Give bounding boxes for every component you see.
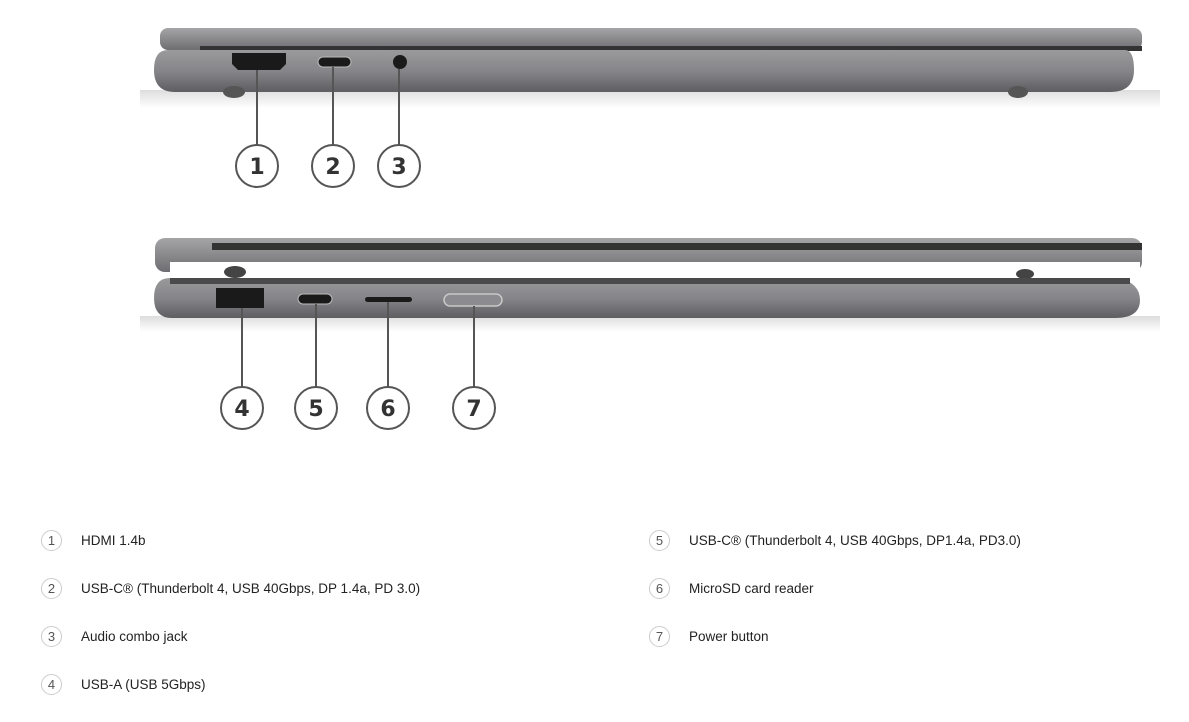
foot	[223, 86, 245, 98]
callout-label: 3	[391, 155, 406, 180]
base	[154, 50, 1134, 92]
hinge	[1016, 269, 1034, 279]
callout-6	[366, 386, 410, 430]
legend-number: 4	[41, 673, 62, 695]
callout-label: 7	[466, 397, 481, 422]
callout-label: 4	[234, 397, 249, 422]
legend-item: 4 USB-A (USB 5Gbps)	[41, 672, 206, 696]
usb-c-port	[317, 56, 352, 68]
callout-label: 1	[249, 155, 264, 180]
legend-number: 7	[649, 625, 670, 647]
legend-number: 5	[649, 529, 670, 551]
base	[154, 278, 1140, 318]
usb-a-port	[216, 288, 264, 308]
lid	[160, 28, 1142, 50]
legend-label: Audio combo jack	[81, 628, 188, 644]
legend-label: USB-C® (Thunderbolt 4, USB 40Gbps, DP 1.…	[81, 580, 421, 596]
callout-label: 5	[308, 397, 323, 422]
power-button	[443, 293, 503, 307]
legend-number: 1	[41, 529, 62, 551]
laptop-left-side	[140, 28, 1160, 108]
callout-label: 6	[380, 397, 395, 422]
callouts-bottom	[220, 302, 496, 430]
legend-number: 3	[41, 625, 62, 647]
legend-item: 1 HDMI 1.4b	[41, 528, 146, 552]
laptop-ports-diagram: 1 2 3 4 5 6 7	[140, 28, 1160, 430]
callout-5	[294, 386, 338, 430]
laptop-right-side	[140, 238, 1160, 332]
legend-item: 3 Audio combo jack	[41, 624, 188, 648]
legend-item: 5 USB-C® (Thunderbolt 4, USB 40Gbps, DP1…	[649, 528, 1021, 552]
legend-item: 2 USB-C® (Thunderbolt 4, USB 40Gbps, DP …	[41, 576, 420, 600]
callouts-top	[235, 67, 421, 188]
callout-7	[452, 386, 496, 430]
legend-label: MicroSD card reader	[689, 580, 814, 596]
microsd-slot	[365, 297, 412, 302]
foot	[1008, 86, 1028, 98]
callout-label: 2	[325, 155, 340, 180]
hdmi-port	[232, 53, 286, 70]
legend-label: HDMI 1.4b	[81, 532, 146, 548]
audio-jack	[393, 55, 407, 69]
legend-number: 2	[41, 577, 62, 599]
legend-item: 7 Power button	[649, 624, 769, 648]
legend-label: USB-C® (Thunderbolt 4, USB 40Gbps, DP1.4…	[689, 532, 1021, 548]
legend-number: 6	[649, 577, 670, 599]
usb-c-port	[297, 293, 333, 305]
legend-item: 6 MicroSD card reader	[649, 576, 814, 600]
callout-3	[377, 144, 421, 188]
callout-1	[235, 144, 279, 188]
callout-2	[311, 144, 355, 188]
legend-label: USB-A (USB 5Gbps)	[81, 676, 206, 692]
callout-4	[220, 386, 264, 430]
legend-label: Power button	[689, 628, 769, 644]
hinge	[224, 266, 246, 278]
